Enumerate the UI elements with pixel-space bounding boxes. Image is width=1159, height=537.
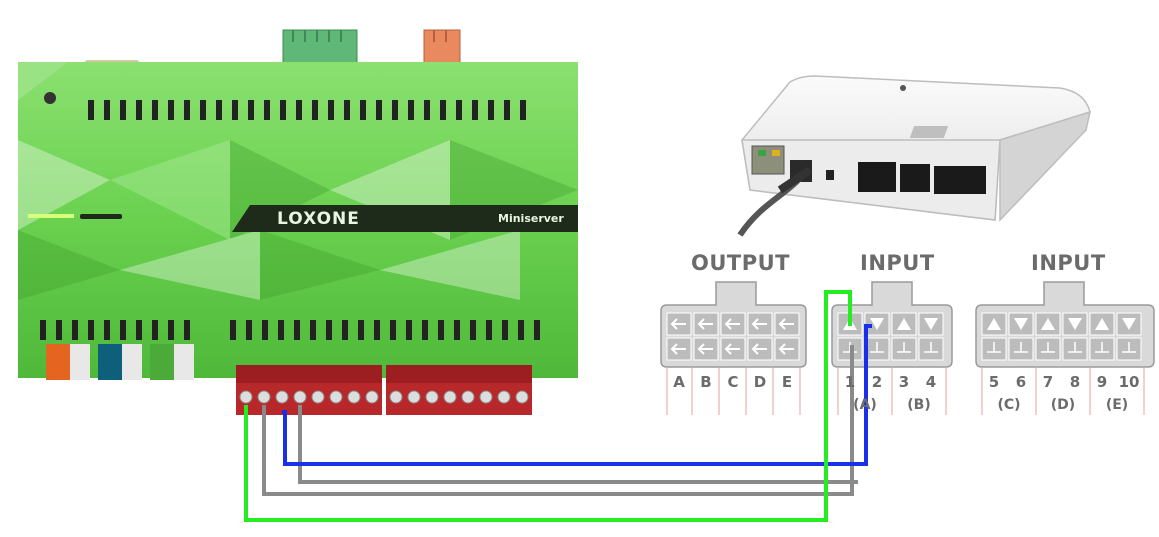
pin-label: 2: [871, 373, 883, 391]
connector-input-2: [975, 281, 1155, 415]
wire-green: [244, 290, 852, 522]
terminal-block-right: [386, 365, 532, 415]
group-label: (A): [853, 397, 877, 413]
pin-label: D: [753, 373, 767, 391]
pin-label: A: [673, 373, 685, 391]
brand-band: [232, 205, 578, 232]
wire-gray-2: [262, 345, 854, 496]
pin-label: E: [781, 373, 793, 391]
pin-label: 8: [1069, 373, 1081, 391]
brand-logo: LOXONE: [277, 209, 360, 229]
connector-blue: [98, 344, 122, 380]
pin-label: B: [700, 373, 712, 391]
triangle-up-icon: [897, 318, 911, 330]
wire-blue: [282, 324, 872, 466]
wires: [244, 290, 872, 522]
group-label: (B): [907, 397, 931, 413]
pin-label: 3: [898, 373, 910, 391]
triangle-down-icon: [870, 318, 884, 330]
pin-label: 9: [1096, 373, 1108, 391]
group-label: (C): [997, 397, 1021, 413]
upper-vents: [88, 100, 526, 120]
pin-label: 7: [1042, 373, 1054, 391]
pin-label: 1: [844, 373, 856, 391]
input-title-2: INPUT: [1031, 251, 1106, 275]
connector-input-1: [831, 281, 953, 415]
pin-label: 4: [925, 373, 937, 391]
group-label: (E): [1105, 397, 1129, 413]
terminal-screws: [239, 390, 529, 404]
ext-connector-2: [900, 164, 930, 192]
triangle-down-icon: [924, 318, 938, 330]
terminal-block-left: [236, 365, 382, 415]
connector-orange: [46, 344, 70, 380]
wire-gray-1: [298, 405, 858, 484]
model-label: Miniserver: [498, 212, 564, 225]
extension-device: [737, 75, 1092, 237]
pin-label: C: [727, 373, 739, 391]
pin-label: 10: [1118, 373, 1140, 391]
input-title-1: INPUT: [860, 251, 935, 275]
ext-connector-1: [858, 162, 896, 192]
connector-green: [150, 344, 174, 380]
group-label: (D): [1050, 397, 1076, 413]
status-led: [44, 92, 56, 104]
miniserver: [18, 29, 578, 415]
output-title: OUTPUT: [691, 251, 790, 275]
pin-label: 5: [988, 373, 1000, 391]
pin-label: 6: [1015, 373, 1027, 391]
connector-output: [660, 281, 807, 415]
ext-connector-3: [934, 166, 986, 194]
lower-vents: [40, 320, 540, 340]
ethernet-port: [751, 145, 785, 175]
arrow-left-icon: [670, 318, 794, 355]
